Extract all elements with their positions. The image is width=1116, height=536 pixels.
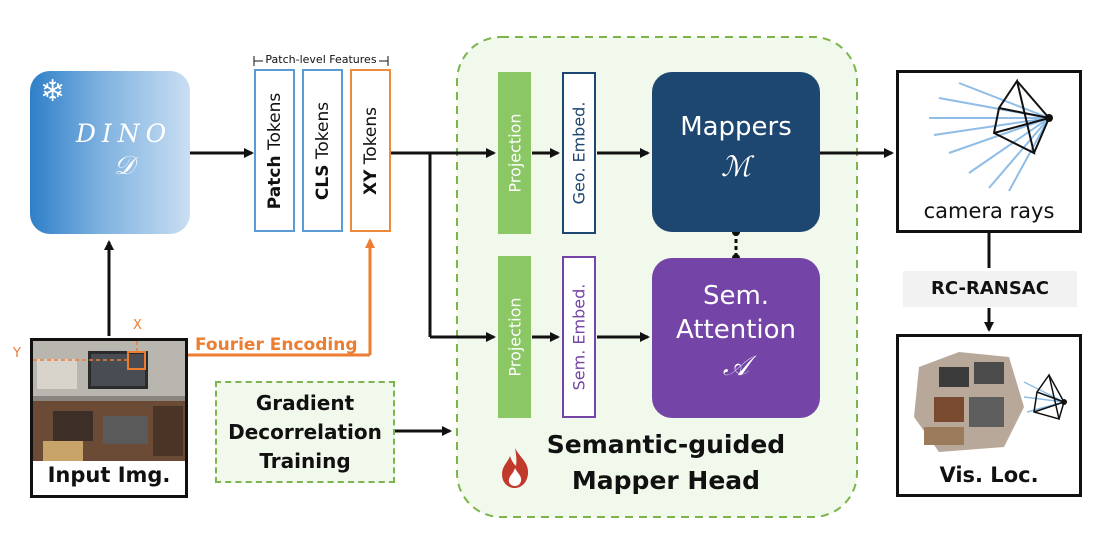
cls-tokens-rest: Tokens (312, 101, 333, 165)
xy-tokens: XY Tokens (350, 69, 391, 232)
gdt-line1: Gradient (255, 391, 355, 415)
head-title-line2: Mapper Head (571, 466, 761, 495)
gdt-line2: Decorrelation (228, 420, 382, 444)
patch-tokens: Patch Tokens (254, 69, 295, 232)
dino-name: DINO (75, 119, 173, 148)
attention-symbol: 𝒜 (722, 349, 750, 382)
visloc-illustration (914, 352, 1067, 452)
cls-tokens-bold: CLS (312, 164, 333, 200)
dino-symbol: 𝒟 (113, 151, 135, 181)
ransac-label: RC-RANSAC (903, 271, 1077, 307)
gdt-line3: Training (259, 449, 351, 473)
attention-line1: Sem. (702, 281, 770, 311)
mappers-symbol: ℳ (721, 150, 751, 183)
patch-tokens-rest: Tokens (264, 92, 285, 155)
attention-line2: Attention (676, 315, 796, 345)
xy-tokens-bold: XY (360, 169, 381, 195)
xy-tokens-rest: Tokens (360, 106, 381, 170)
visloc-box: Vis. Loc. (896, 334, 1082, 497)
fourier-label: Fourier Encoding (195, 335, 358, 355)
fire-icon (502, 448, 529, 488)
camera-rays-illustration (929, 78, 1053, 192)
projection-top: Projection (498, 72, 531, 234)
axis-y-label: Y (13, 346, 21, 361)
features-label: Patch-level Features (263, 53, 379, 66)
snowflake-icon: ❄ (40, 74, 66, 109)
projection-top-label: Projection (505, 113, 524, 193)
head-title-line1: Semantic-guided (546, 430, 786, 459)
axis-x-label: X (133, 318, 142, 333)
geo-embed-label: Geo. Embed. (569, 101, 589, 205)
projection-bottom: Projection (498, 256, 531, 418)
gdt-box: Gradient Decorrelation Training (215, 381, 395, 483)
attention-block: Sem. Attention 𝒜 (652, 258, 820, 418)
mappers-block: Mappers ℳ (652, 72, 820, 232)
camera-rays-caption: camera rays (923, 199, 1055, 223)
input-caption: Input Img. (47, 463, 171, 487)
sem-embed-label: Sem. Embed. (569, 283, 589, 391)
projection-bottom-label: Projection (505, 297, 524, 377)
input-photo (33, 341, 185, 461)
patch-tokens-bold: Patch (264, 154, 285, 209)
visloc-caption: Vis. Loc. (939, 463, 1039, 487)
geo-embed: Geo. Embed. (562, 72, 596, 234)
mappers-title: Mappers (680, 112, 792, 142)
camera-rays-box: camera rays (896, 70, 1082, 233)
dino-block: ❄ DINO 𝒟 (30, 71, 190, 234)
input-image-box: Input Img. (30, 338, 188, 498)
sem-embed: Sem. Embed. (562, 256, 596, 418)
cls-tokens: CLS Tokens (302, 69, 343, 232)
